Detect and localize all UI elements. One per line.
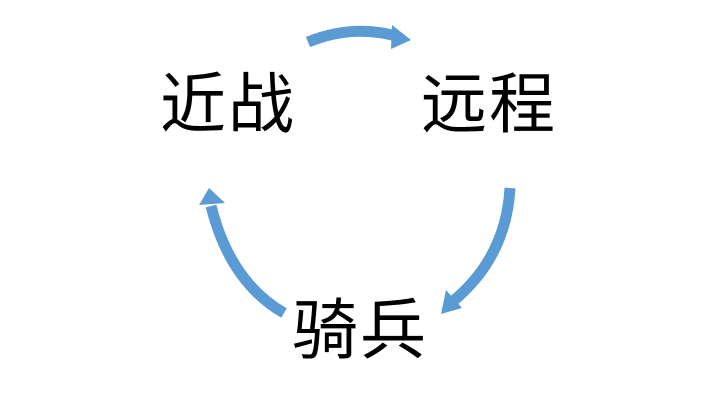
node-cavalry: 骑兵 [292, 292, 428, 369]
node-melee: 近战 [160, 66, 296, 143]
arrow-cavalry-to-melee [199, 188, 287, 318]
arrow-ranged-to-cavalry [441, 187, 516, 314]
arrow-melee-to-ranged [305, 25, 411, 49]
node-ranged: 远程 [421, 66, 557, 143]
